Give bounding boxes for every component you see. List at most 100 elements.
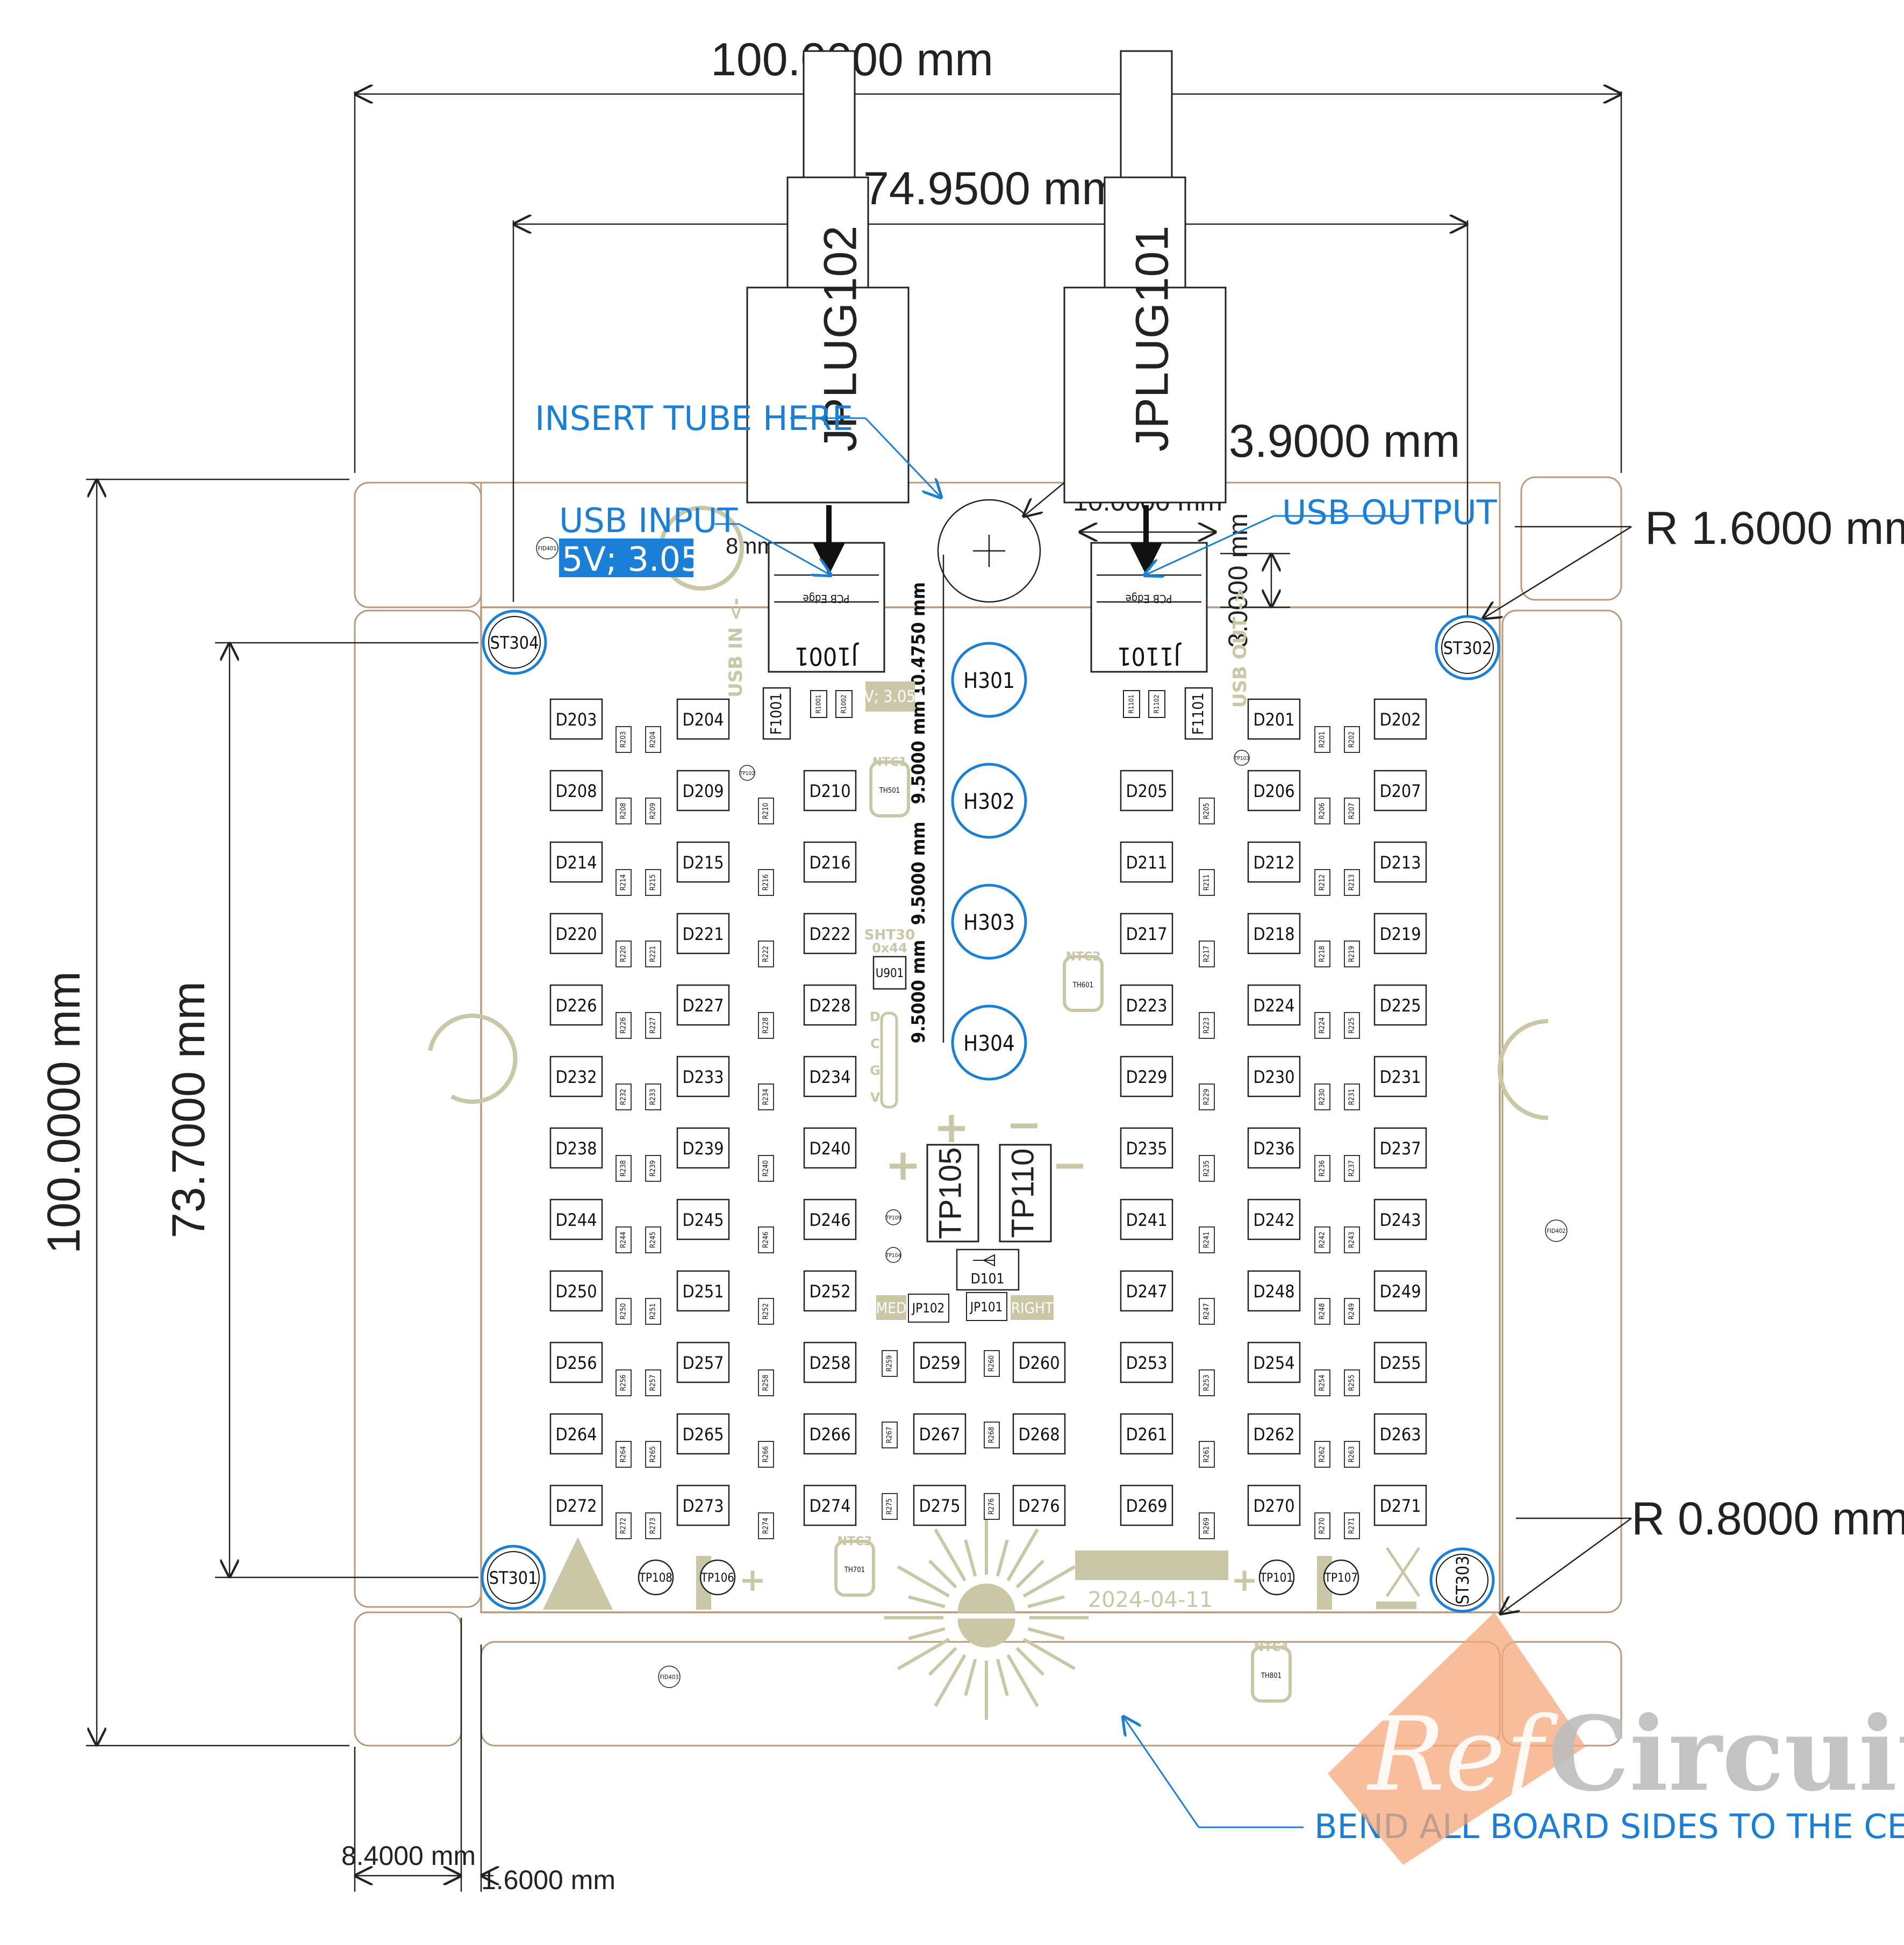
res-r210-body — [758, 798, 774, 824]
res-r245-body — [645, 1226, 661, 1253]
res-r249: R249 — [1348, 1303, 1356, 1319]
res-r240-body — [758, 1155, 774, 1182]
ntc-labels: NTC1 NTC2 NTC3 NTC4 TH501 TH601 TH701 TH… — [838, 756, 1289, 1680]
res-r243: R243 — [1348, 1232, 1356, 1248]
res-r207: R207 — [1348, 803, 1356, 819]
res-r268: R268 — [988, 1427, 996, 1443]
date-silk: 2024-04-11 — [1088, 1588, 1213, 1612]
led-d219-body — [1373, 913, 1427, 954]
led-d270-body — [1247, 1484, 1301, 1526]
testpoint-labels: TP108 TP106 TP101 TP107 — [639, 1571, 1358, 1585]
res-r222-body — [758, 941, 774, 967]
res-r251-body — [645, 1298, 661, 1325]
led-d246: D246 — [809, 1210, 850, 1230]
res-r229: R229 — [1203, 1089, 1211, 1105]
led-d230-body — [1247, 1056, 1301, 1097]
sun-ray — [1006, 1528, 1039, 1582]
hole-h302: H302 — [963, 790, 1015, 814]
tp107: TP107 — [1324, 1571, 1358, 1585]
ntc-boxes — [834, 760, 1292, 1703]
res-r221-body — [645, 941, 661, 967]
res-r272: R272 — [620, 1518, 628, 1534]
led-d271-body — [1373, 1484, 1427, 1526]
annotation-lines — [715, 417, 1406, 1828]
res-r229-body — [1199, 1083, 1215, 1110]
res-r227-body — [645, 1012, 661, 1039]
led-d242-body — [1247, 1198, 1301, 1240]
hole-labels: H301 H302 H303 H304 — [963, 669, 1015, 1056]
sensor-label: SHT30 — [864, 927, 915, 943]
res-r273-body — [645, 1512, 661, 1539]
standoff-st304: ST304 — [490, 633, 539, 653]
jack-left-label: J1001 — [794, 642, 860, 671]
led-d267: D267 — [919, 1424, 960, 1445]
rating-highlight — [559, 539, 693, 577]
sun-ray — [996, 1539, 1009, 1577]
led-d232: D232 — [555, 1067, 597, 1087]
res-r201-body — [1314, 726, 1330, 753]
diode-d101: D101 — [971, 1271, 1005, 1287]
sun-ray — [1027, 1627, 1065, 1640]
led-d247: D247 — [1126, 1281, 1167, 1302]
sensor-u901: U901 — [876, 967, 904, 980]
led-d244: D244 — [555, 1210, 597, 1230]
res-r203-body — [615, 726, 632, 753]
res-r217-body — [1199, 941, 1215, 967]
sensor-addr: 0x44 — [872, 941, 907, 956]
sun-ray — [928, 1559, 957, 1589]
res-r223: R223 — [1203, 1017, 1211, 1033]
led-d227: D227 — [682, 995, 724, 1016]
res-r257-body — [645, 1369, 661, 1396]
led-d262-body — [1247, 1413, 1301, 1455]
led-d226: D226 — [555, 995, 597, 1016]
dim-usb-edge: 3.0000 mm — [1223, 513, 1253, 648]
res-r266: R266 — [762, 1446, 770, 1462]
led-d275: D275 — [919, 1496, 960, 1516]
led-d207: D207 — [1379, 781, 1421, 801]
led-d263-body — [1373, 1413, 1427, 1455]
led-d211-body — [1120, 841, 1173, 883]
res-r232-body — [615, 1083, 632, 1110]
res-r272-body — [615, 1512, 632, 1539]
res-r206: R206 — [1319, 803, 1327, 819]
led-d269: D269 — [1126, 1496, 1167, 1516]
tp102: TP102 — [739, 771, 755, 777]
dim-hole-first: 10.4750 mm — [908, 582, 929, 697]
fid402: FID402 — [1547, 1228, 1565, 1235]
res-r230-body — [1314, 1083, 1330, 1110]
res-r238: R238 — [620, 1160, 628, 1176]
led-d273: D273 — [682, 1496, 724, 1516]
sun-ray — [928, 1647, 957, 1676]
diode-jumper: D101 MED JP102 JP101 RIGHT — [876, 1248, 1054, 1323]
led-d223-body — [1120, 984, 1173, 1026]
small-testpoints — [739, 750, 1250, 1263]
dim-inner-width: 74.9500 mm — [863, 163, 1120, 214]
res-r226: R226 — [620, 1017, 628, 1033]
standoff-labels: ST304 ST302 ST301 ST303 — [489, 633, 1492, 1604]
led-d258: D258 — [809, 1353, 850, 1373]
polarity-silk: + + − − + + — [739, 1100, 1258, 1599]
led-d248-body — [1247, 1270, 1301, 1312]
usb-output-note: USB OUTPUT — [1282, 493, 1498, 532]
ntc1-label: NTC1 — [872, 756, 907, 769]
dim-tube-radius: R 3.9000 mm — [1183, 415, 1460, 467]
res-r216: R216 — [762, 874, 770, 891]
led-d220: D220 — [555, 924, 597, 944]
res-r250: R250 — [620, 1303, 628, 1319]
res-r231: R231 — [1348, 1089, 1356, 1105]
res-r244-body — [615, 1226, 632, 1253]
fid403: FID403 — [660, 1674, 678, 1681]
res-r204: R204 — [649, 731, 657, 748]
led-d272-body — [549, 1484, 603, 1526]
dim-left-height: 100.0000 mm — [38, 971, 90, 1254]
res-r245: R245 — [649, 1232, 657, 1248]
res-r232: R232 — [620, 1089, 628, 1105]
res-r242-body — [1314, 1226, 1330, 1253]
res-r225-body — [1344, 1012, 1360, 1039]
res-r233: R233 — [649, 1089, 657, 1105]
res-r233-body — [645, 1083, 661, 1110]
res-r268-body — [984, 1422, 1000, 1448]
res-r210: R210 — [762, 803, 770, 819]
led-d236-body — [1247, 1127, 1301, 1169]
dim-radius-bottom: R 0.8000 mm — [1631, 1493, 1904, 1545]
